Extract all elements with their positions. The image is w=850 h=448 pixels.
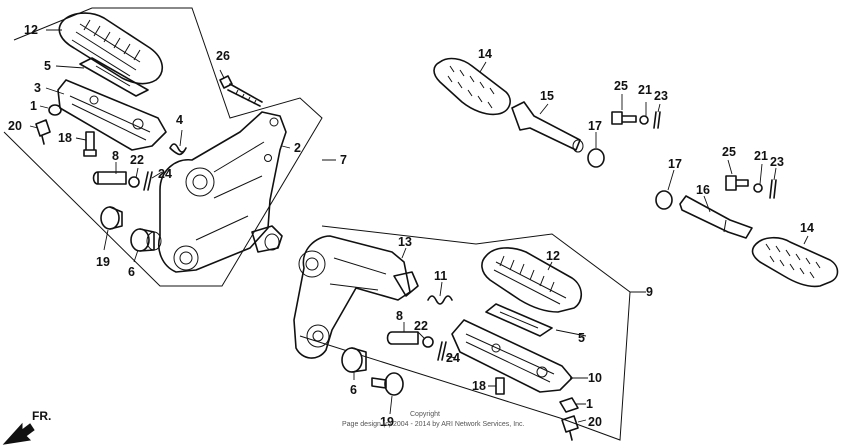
callout-1-right: 1 — [586, 397, 593, 411]
step-bracket-13 — [293, 235, 419, 359]
callout-20-right: 20 — [588, 415, 602, 429]
front-direction-arrow: FR. — [2, 409, 51, 445]
callout-1: 1 — [30, 99, 37, 113]
pin-8-right — [386, 331, 419, 345]
assembly-7-outline — [3, 7, 323, 287]
spring-11 — [427, 295, 453, 305]
bolt-18-left — [83, 131, 97, 157]
callout-19-right: 19 — [380, 415, 394, 429]
bolt-18-right — [495, 377, 505, 395]
callout-12-right: 12 — [546, 249, 560, 263]
peg-15 — [511, 101, 584, 153]
bolt-20-right — [561, 415, 579, 441]
callout-19: 19 — [96, 255, 110, 269]
copyright-footer: Copyright Page design (c) 2004 - 2014 by… — [342, 411, 525, 428]
pillion-peg-parts — [433, 57, 839, 288]
callout-5: 5 — [44, 59, 51, 73]
callout-22: 22 — [130, 153, 144, 167]
callout-17-lower: 17 — [668, 157, 682, 171]
callout-10: 10 — [588, 371, 602, 385]
cap-1-right — [559, 397, 579, 413]
collar-6-left — [130, 228, 162, 252]
callout-13: 13 — [398, 235, 412, 249]
bolt-20-left — [35, 119, 51, 145]
callout-14-lower: 14 — [800, 221, 814, 235]
bolt-26 — [219, 75, 263, 107]
callout-15: 15 — [540, 89, 554, 103]
copyright-line-1: Copyright — [410, 411, 440, 418]
pin-25-upper — [611, 111, 637, 125]
callout-5-right: 5 — [578, 331, 585, 345]
leader-lines-left — [29, 29, 336, 263]
callout-labels: 12 5 3 1 20 18 26 4 2 7 8 22 24 19 6 14 … — [8, 23, 814, 429]
copyright-line-2: Page design (c) 2004 - 2014 by ARI Netwo… — [342, 421, 525, 428]
cotter-pin-23-lower — [769, 179, 777, 199]
leader-lines-right — [479, 61, 809, 245]
callout-23-lower: 23 — [770, 155, 784, 169]
peg-rubber-14-lower — [751, 236, 839, 288]
cotter-pin-23-upper — [653, 111, 661, 129]
rubber-stopper-19-left — [100, 206, 123, 230]
callout-14: 14 — [478, 47, 492, 61]
callout-12: 12 — [24, 23, 38, 37]
cotter-pin-24-left — [143, 171, 153, 191]
leader-lines-assembly-9 — [353, 247, 646, 423]
callout-24-right: 24 — [446, 351, 460, 365]
callout-7: 7 — [340, 153, 347, 167]
rubber-stopper-19-right — [371, 372, 404, 396]
callout-25-lower: 25 — [722, 145, 736, 159]
callout-9: 9 — [646, 285, 653, 299]
callout-18-right: 18 — [472, 379, 486, 393]
callout-21-lower: 21 — [754, 149, 768, 163]
step-bracket-2 — [158, 111, 287, 273]
washer-22-left — [128, 176, 140, 188]
washer-21-lower — [753, 183, 763, 193]
washer-22-right — [422, 336, 434, 348]
footpeg-10 — [451, 319, 573, 393]
assembly-9-right-step-bracket — [293, 225, 646, 441]
callout-6-right: 6 — [350, 383, 357, 397]
callout-23: 23 — [654, 89, 668, 103]
callout-3: 3 — [34, 81, 41, 95]
plate-5-left — [79, 57, 149, 97]
callout-17: 17 — [588, 119, 602, 133]
fr-label: FR. — [32, 409, 51, 423]
washer-17-lower — [655, 190, 673, 210]
callout-24: 24 — [158, 167, 172, 181]
callout-26: 26 — [216, 49, 230, 63]
washer-17-upper — [587, 148, 605, 168]
footpeg-rubber-12-right — [481, 247, 583, 313]
spring-4-left — [169, 143, 187, 156]
callout-8-right: 8 — [396, 309, 403, 323]
cotter-pin-24-right — [437, 341, 447, 361]
callout-4: 4 — [176, 113, 183, 127]
callout-8: 8 — [112, 149, 119, 163]
callout-11: 11 — [434, 269, 447, 283]
callout-20: 20 — [8, 119, 22, 133]
washer-21-upper — [639, 115, 649, 125]
callout-21: 21 — [638, 83, 652, 97]
pin-8-left — [92, 171, 127, 185]
peg-rubber-14-upper — [433, 57, 511, 116]
cap-1-left — [48, 104, 62, 116]
callout-16: 16 — [696, 183, 710, 197]
callout-6: 6 — [128, 265, 135, 279]
callout-2: 2 — [294, 141, 301, 155]
callout-22-right: 22 — [414, 319, 428, 333]
assembly-7-left-step-bracket — [3, 7, 336, 287]
footpeg-rubber-12-left — [58, 12, 163, 85]
pin-25-lower — [725, 175, 749, 191]
plate-5-right — [485, 303, 553, 337]
footpeg-3-left — [57, 79, 167, 151]
peg-16 — [679, 195, 753, 239]
collar-6-right — [341, 347, 367, 373]
callout-25: 25 — [614, 79, 628, 93]
callout-18: 18 — [58, 131, 72, 145]
